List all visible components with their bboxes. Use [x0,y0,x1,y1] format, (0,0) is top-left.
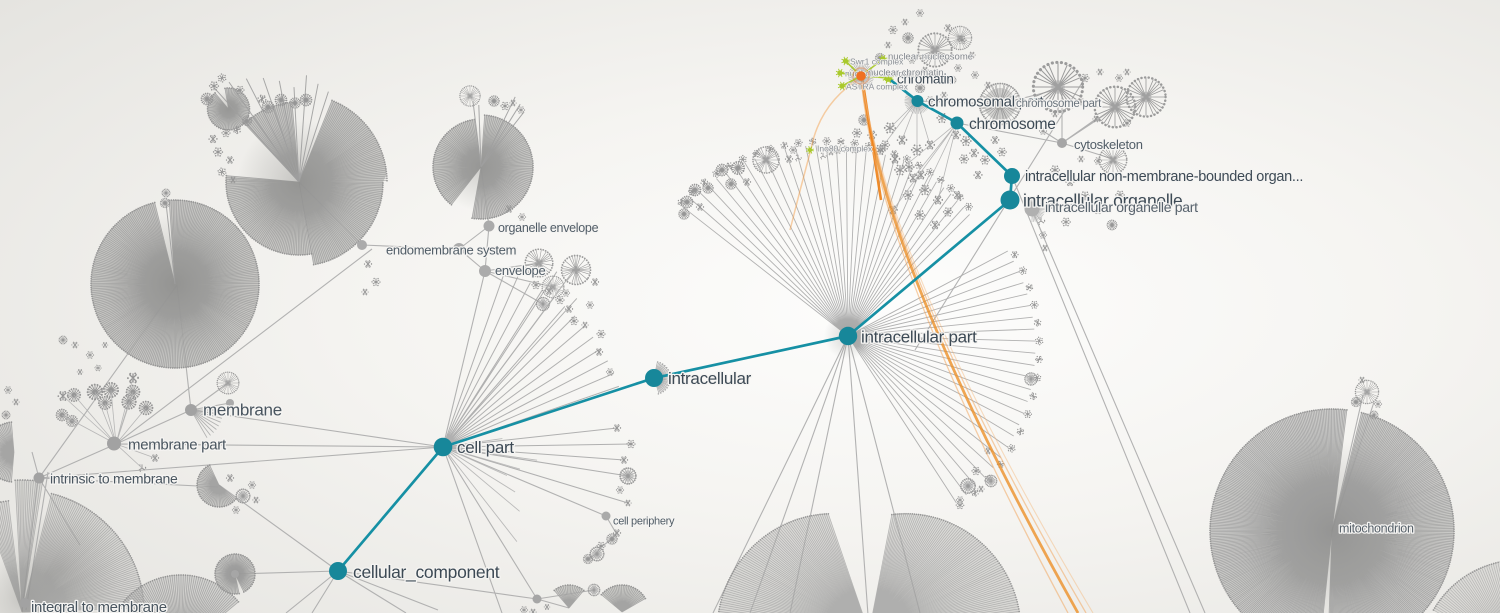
svg-text:nucleolar chromatin: nucleolar chromatin [845,69,919,79]
svg-text:cell part: cell part [457,438,514,457]
svg-text:intracellular organelle part: intracellular organelle part [1045,199,1198,215]
svg-text:organelle envelope: organelle envelope [498,221,599,235]
svg-text:chromosome part: chromosome part [1016,98,1102,110]
svg-text:ASTRA complex: ASTRA complex [846,82,909,92]
svg-text:intracellular non-membrane-bou: intracellular non-membrane-bounded organ… [1025,169,1303,185]
svg-text:Swr1 complex: Swr1 complex [850,57,904,67]
svg-text:intracellular: intracellular [668,369,752,388]
svg-text:endomembrane system: endomembrane system [386,243,516,258]
svg-text:cellular_component: cellular_component [353,562,500,583]
svg-text:intracellular part: intracellular part [861,328,977,347]
svg-text:nuclear nucleosome: nuclear nucleosome [888,52,973,63]
svg-text:Ino80 complex: Ino80 complex [817,144,873,154]
svg-text:integral to membrane: integral to membrane [31,599,167,613]
svg-text:cytoskeleton: cytoskeleton [1074,137,1143,152]
svg-text:membrane: membrane [203,401,282,420]
svg-text:nuclear chromatin: nuclear chromatin [868,68,944,79]
svg-text:chromosome: chromosome [969,116,1056,133]
svg-text:mitochondrion: mitochondrion [1339,522,1414,536]
svg-text:intracellular organelle: intracellular organelle [1023,191,1182,211]
svg-text:chromatin: chromatin [897,72,954,87]
svg-text:membrane part: membrane part [128,437,227,454]
svg-text:envelope: envelope [495,263,545,278]
svg-text:chromosomal part: chromosomal part [928,94,1044,111]
svg-text:intrinsic to membrane: intrinsic to membrane [50,471,178,487]
svg-text:cell periphery: cell periphery [613,516,675,528]
